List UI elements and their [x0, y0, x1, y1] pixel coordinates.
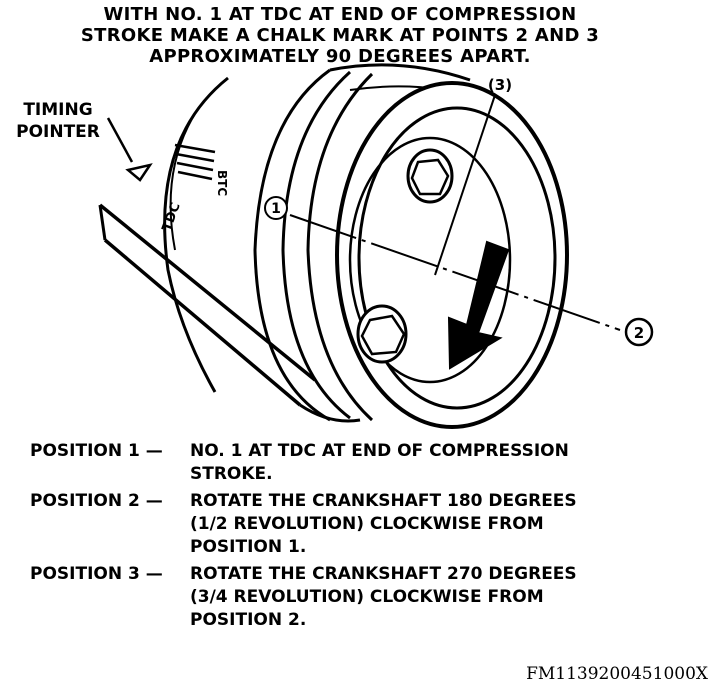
legend-position-1-line-1: NO. 1 AT TDC AT END OF COMPRESSION: [190, 441, 569, 461]
bolt-upper: [406, 148, 454, 204]
point-2-label: 2: [634, 324, 644, 342]
bolt-lower: [356, 304, 408, 364]
timing-pointer-label: TIMING POINTER: [8, 99, 108, 143]
position-legend: POSITION 1 — NO. 1 AT TDC AT END OF COMP…: [30, 440, 670, 636]
legend-position-2-line-2: (1/2 REVOLUTION) CLOCKWISE FROM: [190, 514, 544, 534]
timing-pointer-leader: [106, 117, 134, 163]
chalk-line-3: [434, 94, 496, 276]
legend-position-3-line-3: POSITION 2.: [190, 610, 307, 630]
timing-pointer-icon: [125, 163, 153, 182]
timing-scale-marks: [174, 143, 216, 181]
timing-cover-inner-arc: [169, 111, 197, 251]
pulley-hub-ring: [348, 136, 512, 384]
figure-id: FM1139200451000X: [526, 664, 708, 684]
pulley-groove-2: [306, 72, 374, 422]
heading-line-1: WITH NO. 1 AT TDC AT END OF COMPRESSION: [103, 4, 577, 25]
drive-belt-upper-edge: [98, 203, 317, 382]
legend-position-2-line-3: POSITION 1.: [190, 537, 307, 557]
heading: WITH NO. 1 AT TDC AT END OF COMPRESSION …: [40, 4, 640, 67]
legend-position-3-line-2: (3/4 REVOLUTION) CLOCKWISE FROM: [190, 587, 544, 607]
legend-position-2-key: POSITION 2 —: [30, 491, 163, 511]
timing-pointer-label-line-1: TIMING: [23, 100, 93, 120]
legend-position-3-key: POSITION 3 —: [30, 564, 163, 584]
drive-belt-lower-edge: [103, 238, 302, 407]
heading-line-3: APPROXIMATELY 90 DEGREES APART.: [149, 46, 531, 67]
legend-position-3: POSITION 3 — ROTATE THE CRANKSHAFT 270 D…: [30, 563, 670, 632]
point-2-marker: [624, 317, 654, 347]
pulley-rear-rim: [253, 68, 331, 422]
tdc-label: TDC: [160, 201, 184, 234]
chalk-line-1-2: [289, 214, 621, 331]
timing-pointer-label-line-2: POINTER: [16, 122, 100, 142]
timing-cover-outline: [163, 76, 229, 393]
legend-position-1-line-2: STROKE.: [190, 464, 273, 484]
legend-position-1-key: POSITION 1 —: [30, 441, 163, 461]
drive-belt-end: [98, 204, 107, 241]
drive-belt-wrap: [299, 403, 361, 423]
heading-line-2: STROKE MAKE A CHALK MARK AT POINTS 2 AND…: [80, 25, 600, 46]
rotation-arrow-icon: [447, 240, 510, 370]
point-1-label: 1: [271, 201, 281, 217]
legend-position-2: POSITION 2 — ROTATE THE CRANKSHAFT 180 D…: [30, 490, 670, 559]
point-3-label: (3): [488, 76, 512, 94]
legend-position-2-line-1: ROTATE THE CRANKSHAFT 180 DEGREES: [190, 491, 577, 511]
legend-position-3-line-1: ROTATE THE CRANKSHAFT 270 DEGREES: [190, 564, 577, 584]
legend-position-1: POSITION 1 — NO. 1 AT TDC AT END OF COMP…: [30, 440, 670, 486]
pulley-groove-3: [329, 63, 471, 82]
point-1-marker: [264, 196, 288, 220]
scale-mark-label: BTC: [215, 170, 229, 196]
